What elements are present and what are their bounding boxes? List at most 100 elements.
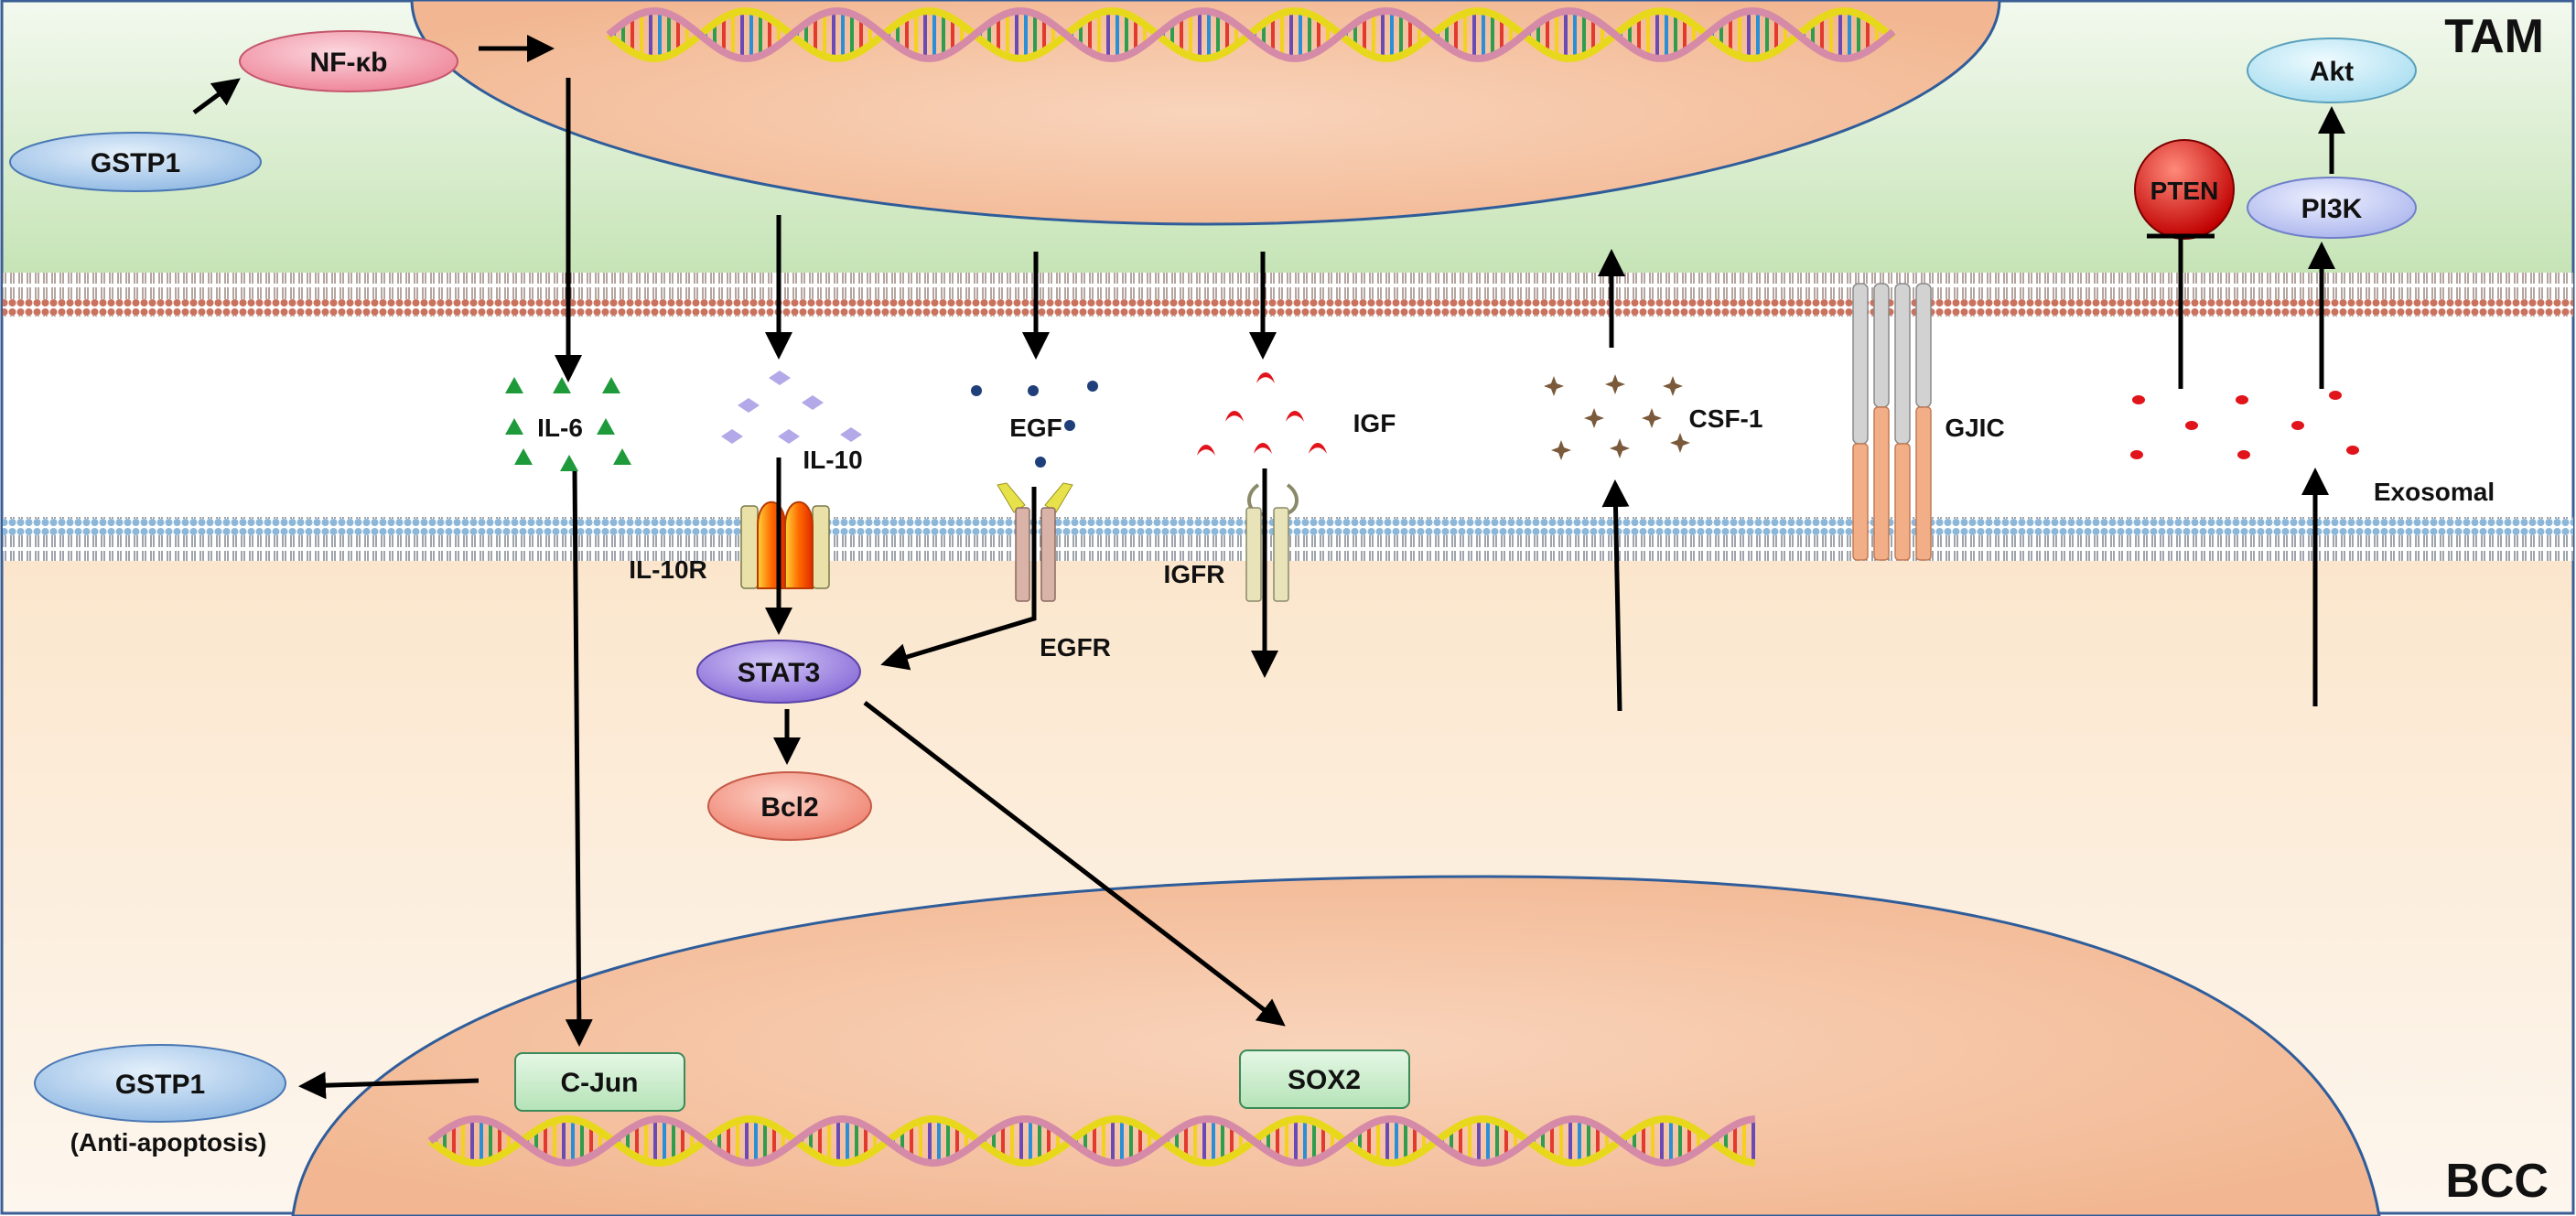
csf1-label: CSF-1 xyxy=(1689,404,1763,433)
il10r-label: IL-10R xyxy=(629,555,707,584)
il10-molecule xyxy=(769,371,791,385)
il6-molecule xyxy=(602,377,620,393)
ligand-molecules xyxy=(505,371,2359,471)
il10-molecule xyxy=(778,429,800,444)
extracellular-space xyxy=(3,316,2573,490)
egf-molecule xyxy=(1064,420,1075,431)
igfr-label: IGFR xyxy=(1164,560,1225,588)
csf1-molecule xyxy=(1610,438,1630,458)
exosome xyxy=(2236,395,2248,404)
svg-text:SOX2: SOX2 xyxy=(1288,1065,1361,1095)
svg-text:Akt: Akt xyxy=(2310,57,2354,87)
arrow-stat3-to-sox2 xyxy=(863,701,1286,1027)
gjic-channel xyxy=(1852,283,1932,561)
egfr-receptor xyxy=(997,482,1073,602)
svg-text:C-Jun: C-Jun xyxy=(561,1068,639,1098)
igf-molecule xyxy=(1256,372,1275,383)
exosomal-label: Exosomal xyxy=(2374,478,2495,506)
exosome xyxy=(2291,421,2304,430)
csf1-molecule xyxy=(1663,376,1683,396)
egf-molecule xyxy=(971,385,982,396)
arrow-egf-to-stat3 xyxy=(880,487,1037,671)
svg-text:STAT3: STAT3 xyxy=(738,658,821,688)
gjic-connexon-upper xyxy=(1852,283,1869,445)
dna-strand xyxy=(427,1115,1756,1167)
csf1-molecule xyxy=(1670,433,1690,453)
stat3-node: STAT3 xyxy=(696,640,861,704)
dna-strand xyxy=(427,1115,1756,1167)
gjic-label: GJIC xyxy=(1945,414,2004,442)
arrow-cjun-to-gstp1 xyxy=(298,1071,480,1100)
gjic-connexon-lower xyxy=(1852,443,1869,561)
gjic-connexon-lower xyxy=(1894,443,1911,561)
gjic-connexon-upper xyxy=(1894,283,1911,445)
csf1-molecule xyxy=(1551,440,1571,460)
il6-molecule xyxy=(597,418,615,435)
il10-molecule xyxy=(802,395,824,410)
dna-strand xyxy=(606,7,1896,62)
exosome xyxy=(2346,446,2359,455)
il10-molecule xyxy=(721,429,743,444)
igf-molecule xyxy=(1286,411,1304,422)
pten-node: PTEN xyxy=(2134,139,2235,240)
arrow-bcc-to-csf1 xyxy=(1601,479,1630,712)
gjic-connexon-lower xyxy=(1873,406,1890,561)
exosome xyxy=(2329,391,2342,400)
akt-node: Akt xyxy=(2247,38,2417,103)
egf-molecule xyxy=(1028,385,1039,396)
il6-molecule xyxy=(613,448,631,465)
il6-molecule xyxy=(514,448,533,465)
pathway-arrows xyxy=(192,35,2345,1100)
anti-apoptosis-label: (Anti-apoptosis) xyxy=(70,1128,267,1157)
il6-molecule xyxy=(553,377,571,393)
egfr-label: EGFR xyxy=(1040,633,1111,662)
tam-label: TAM xyxy=(2444,10,2544,63)
svg-text:GSTP1: GSTP1 xyxy=(115,1070,205,1100)
igf-molecule xyxy=(1225,411,1244,422)
exosome xyxy=(2237,450,2250,459)
csf1-molecule xyxy=(1605,374,1625,394)
bcl2-node: Bcl2 xyxy=(707,771,872,841)
il10-molecule xyxy=(840,427,862,442)
sox2-box: SOX2 xyxy=(1239,1049,1410,1109)
csf1-molecule xyxy=(1584,408,1604,428)
bcc-label: BCC xyxy=(2445,1155,2549,1208)
svg-text:PTEN: PTEN xyxy=(2150,177,2219,205)
il6-molecule xyxy=(505,377,523,393)
exosome xyxy=(2185,421,2198,430)
svg-text:Bcl2: Bcl2 xyxy=(760,792,818,823)
il6-label: IL-6 xyxy=(537,414,583,442)
tam-nucleus xyxy=(410,0,2001,226)
igfr-receptor xyxy=(1245,483,1299,602)
pi3k-node: PI3K xyxy=(2247,177,2417,239)
gstp1-bottom-node: GSTP1 xyxy=(34,1044,286,1123)
csf1-molecule xyxy=(1544,376,1564,396)
svg-text:PI3K: PI3K xyxy=(2301,194,2363,224)
igf-molecule xyxy=(1254,443,1272,454)
gjic-connexon-upper xyxy=(1873,283,1890,408)
arrow-il6-to-cjun xyxy=(565,470,593,1047)
il10r-receptor xyxy=(740,500,830,589)
igf-molecule xyxy=(1309,443,1327,454)
dna-helix-bottom xyxy=(427,1115,1756,1167)
svg-text:GSTP1: GSTP1 xyxy=(91,148,180,178)
exosome xyxy=(2130,450,2143,459)
egf-molecule xyxy=(1035,457,1046,468)
il6-molecule xyxy=(505,418,523,435)
egf-molecule xyxy=(1087,381,1098,392)
gjic-connexon-upper xyxy=(1915,283,1932,408)
csf1-molecule xyxy=(1642,408,1662,428)
igf-label: IGF xyxy=(1353,409,1396,437)
exosome xyxy=(2132,395,2145,404)
dna-helix-top xyxy=(606,7,1896,62)
gstp1-top-node: GSTP1 xyxy=(9,132,262,192)
il10-molecule xyxy=(738,398,760,413)
il10-label: IL-10 xyxy=(803,446,862,474)
cjun-box: C-Jun xyxy=(514,1052,685,1112)
il6-molecule xyxy=(560,455,578,471)
gjic-connexon-lower xyxy=(1915,406,1932,561)
nfkb-node: NF-κb xyxy=(239,30,458,92)
svg-text:NF-κb: NF-κb xyxy=(309,48,387,78)
arrow-gstp1-to-nfkb xyxy=(192,78,241,115)
